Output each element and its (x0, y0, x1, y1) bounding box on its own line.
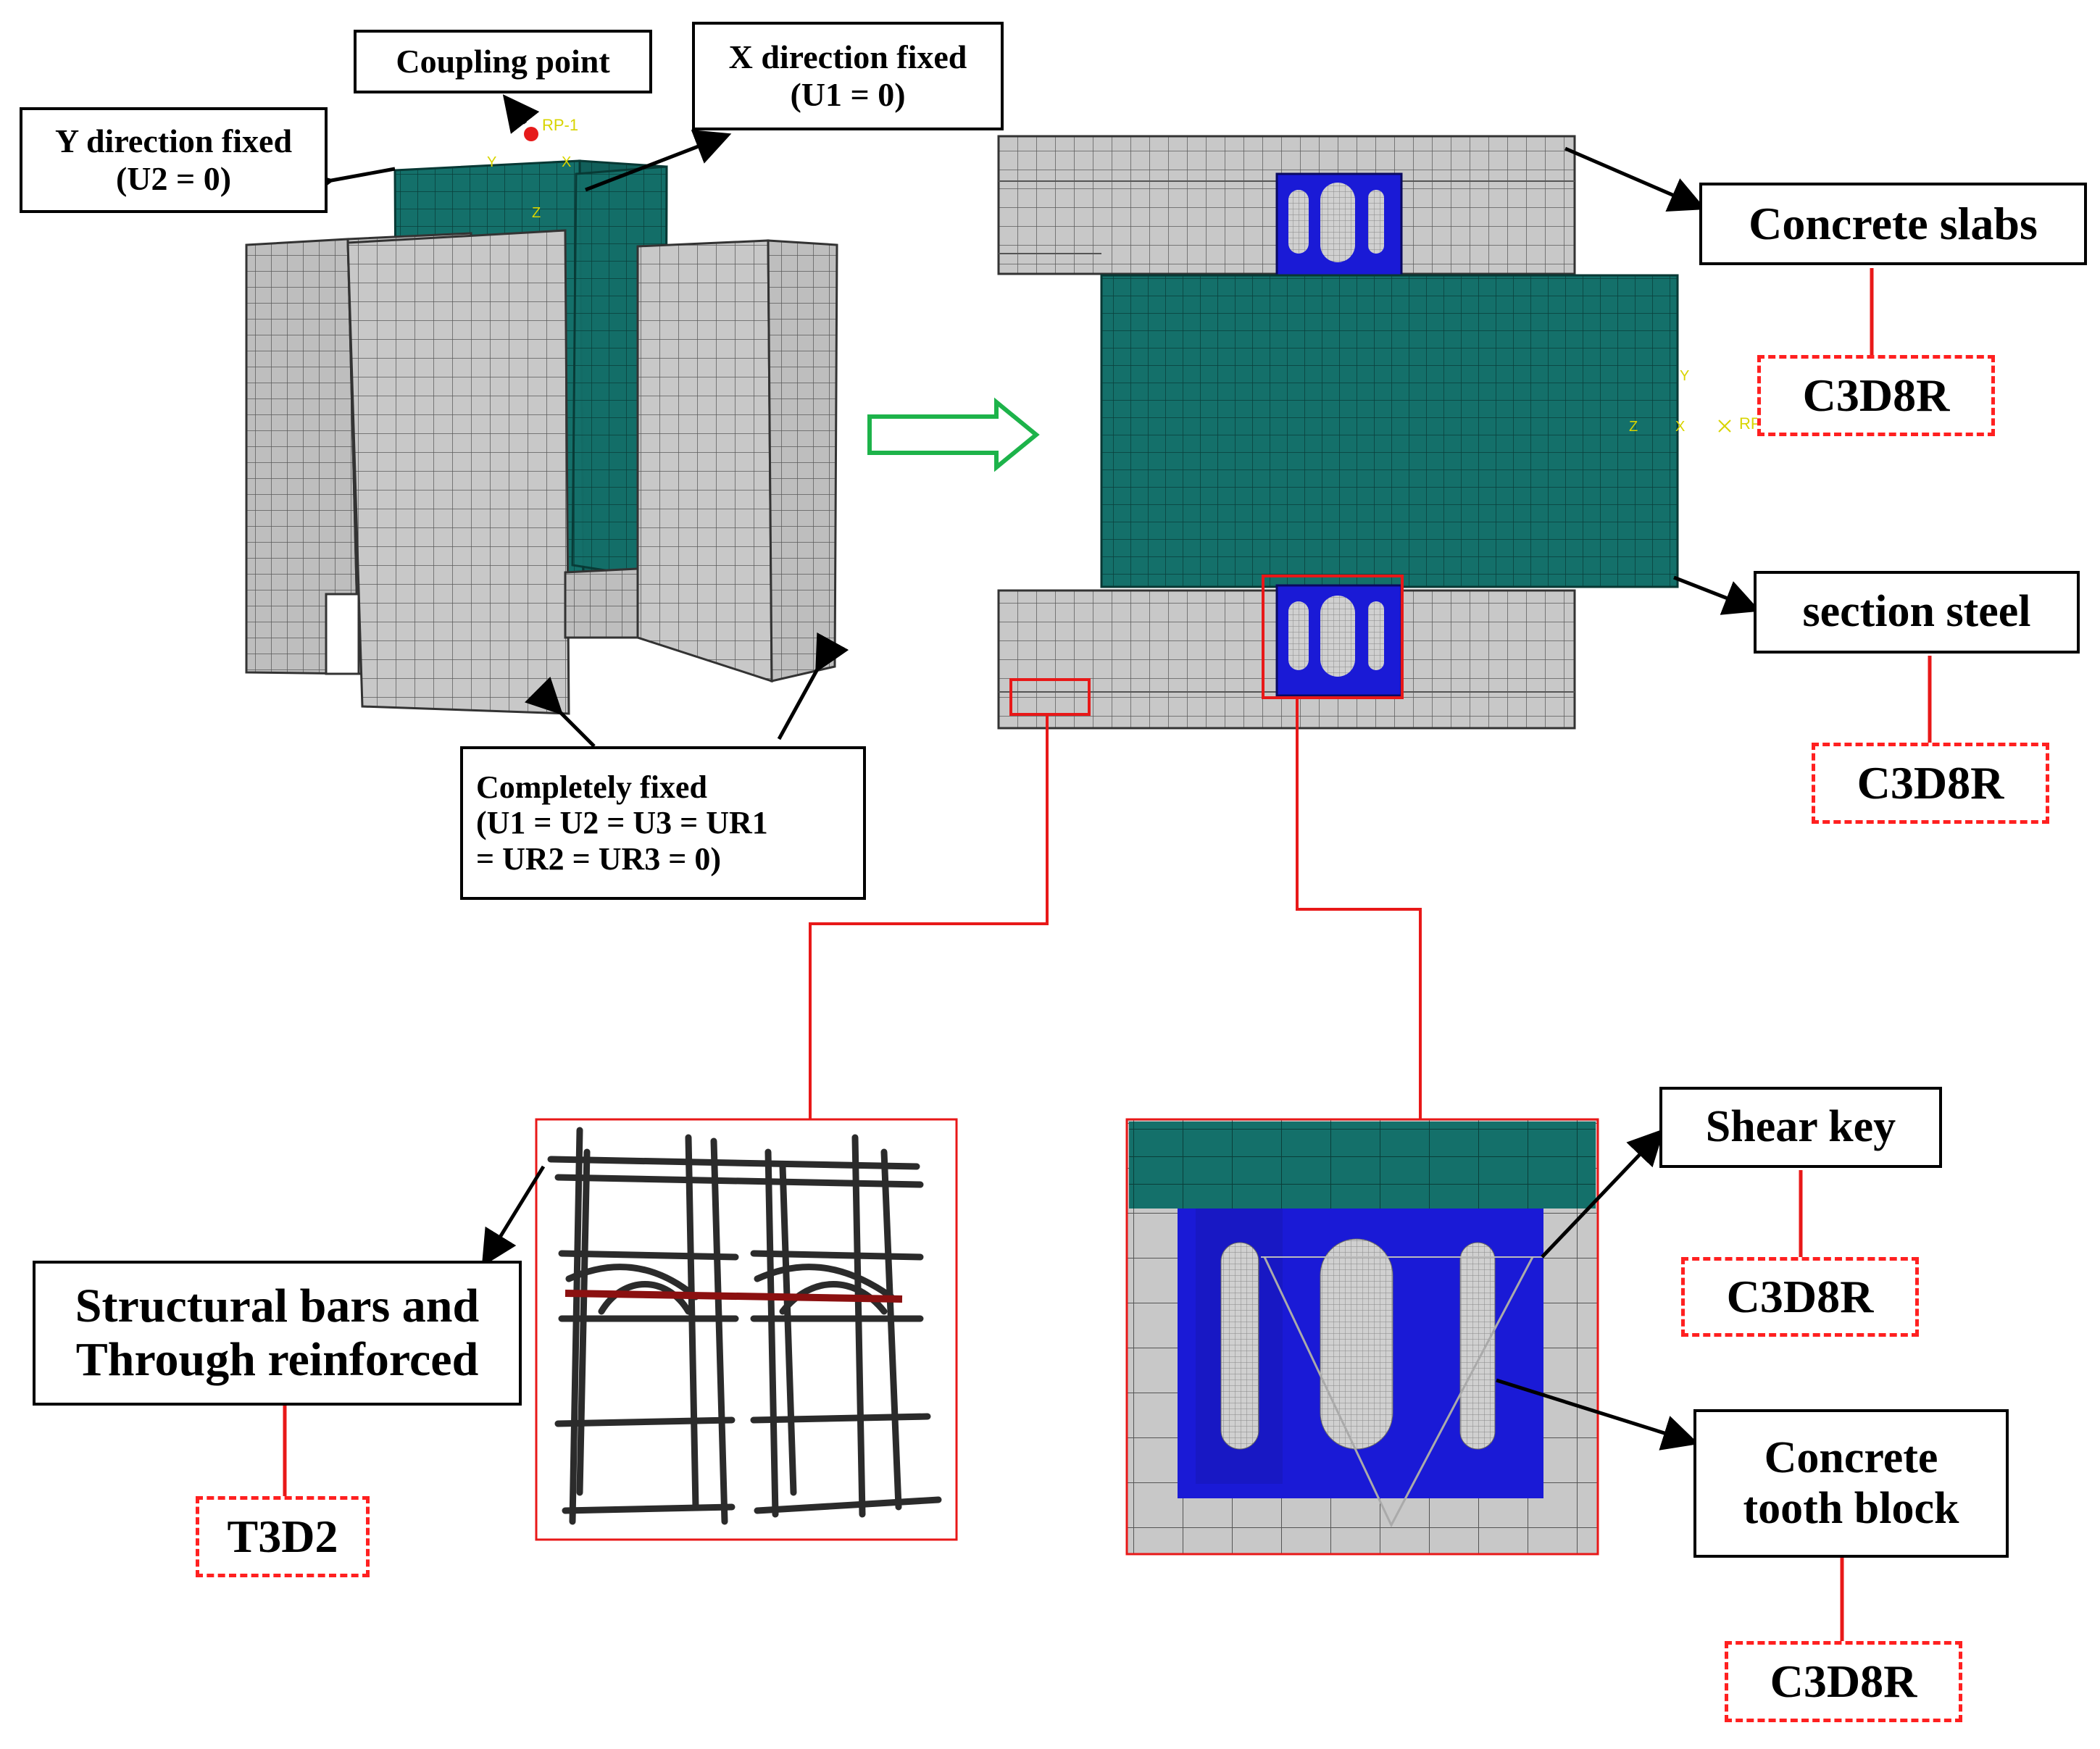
y-fixed-line1: Y direction fixed (54, 122, 293, 160)
model-top-view: Y Z X RP-1 (997, 135, 1775, 730)
rp-tag-left: RP-1 (542, 116, 578, 134)
x-fixed-line2: (U1 = 0) (790, 76, 906, 113)
concrete-block-right-a (564, 567, 639, 639)
tooth-block-element-type: C3D8R (1725, 1641, 1962, 1722)
completely-fixed-line1: Completely fixed (476, 769, 707, 806)
tooth-block-element-text: C3D8R (1770, 1656, 1917, 1707)
completely-fixed-line3: = UR2 = UR3 = 0) (476, 840, 721, 877)
section-steel-element-text: C3D8R (1857, 757, 2004, 809)
x-direction-fixed-label: X direction fixed (U1 = 0) (692, 22, 1004, 130)
rebar-detail-connector (809, 714, 1049, 1119)
axis-x-right: X (1675, 419, 1685, 435)
rebar-detail-view (535, 1118, 958, 1541)
tooth-block-left (1220, 1242, 1259, 1450)
tooth-block-center (1320, 1238, 1393, 1450)
structural-bars-line1: Structural bars and (75, 1280, 480, 1333)
key-highlight-box (1262, 575, 1404, 699)
x-fixed-line1: X direction fixed (728, 38, 967, 76)
through-bar (564, 1290, 903, 1303)
rebar-highlight-box (1009, 678, 1091, 716)
section-steel-label: section steel (1754, 571, 2080, 654)
coupling-point-text: Coupling point (396, 43, 610, 80)
section-steel-element-type: C3D8R (1812, 743, 2049, 824)
transition-arrow (867, 397, 1040, 472)
tooth-block-label: Concrete tooth block (1693, 1409, 2009, 1558)
key-detail-connector (1296, 698, 1422, 1119)
axis-z-left: Z (532, 205, 541, 221)
structural-bars-label: Structural bars and Through reinforced (33, 1261, 522, 1406)
structural-bars-element-type: T3D2 (196, 1496, 370, 1577)
shear-key-detail-view (1125, 1118, 1599, 1556)
pointer-arrows (296, 94, 1761, 1450)
shear-key-label: Shear key (1659, 1087, 1942, 1168)
concrete-slabs-element-text: C3D8R (1802, 370, 1950, 421)
tooth-block-right (1459, 1242, 1496, 1450)
axis-y-left: Y (487, 154, 496, 170)
shear-key-element-text: C3D8R (1726, 1271, 1874, 1322)
shear-key-text: Shear key (1705, 1102, 1896, 1152)
concrete-slabs-label: Concrete slabs (1699, 183, 2087, 265)
shear-key-element-type: C3D8R (1681, 1257, 1919, 1337)
concrete-block-left-notch (325, 593, 360, 675)
tooth-block-line2: tooth block (1743, 1483, 1959, 1533)
section-steel-text: section steel (1802, 587, 2031, 637)
axis-z-right: Z (1629, 419, 1638, 435)
section-steel-plate (1100, 274, 1679, 588)
y-direction-fixed-label: Y direction fixed (U2 = 0) (20, 107, 328, 213)
coupling-point-marker (524, 127, 538, 141)
completely-fixed-label: Completely fixed (U1 = U2 = U3 = UR1 = U… (460, 746, 866, 900)
axis-x-left: X (562, 154, 571, 170)
axis-y-right: Y (1680, 368, 1689, 384)
completely-fixed-line2: (U1 = U2 = U3 = UR1 (476, 805, 768, 841)
structural-bars-line2: Through reinforced (75, 1333, 479, 1386)
structural-bars-element-text: T3D2 (227, 1511, 338, 1562)
coupling-point-label: Coupling point (354, 30, 652, 93)
model-3d-view: RP-1 Y X Z (245, 116, 838, 715)
concrete-block-right-face (767, 239, 838, 683)
concrete-slabs-text: Concrete slabs (1749, 198, 2038, 250)
tooth-block-line1: Concrete (1764, 1433, 1938, 1483)
y-fixed-line2: (U2 = 0) (115, 160, 232, 197)
concrete-slabs-element-type: C3D8R (1757, 355, 1995, 436)
concrete-block-right-side (636, 239, 773, 683)
concrete-block-center (346, 229, 570, 715)
